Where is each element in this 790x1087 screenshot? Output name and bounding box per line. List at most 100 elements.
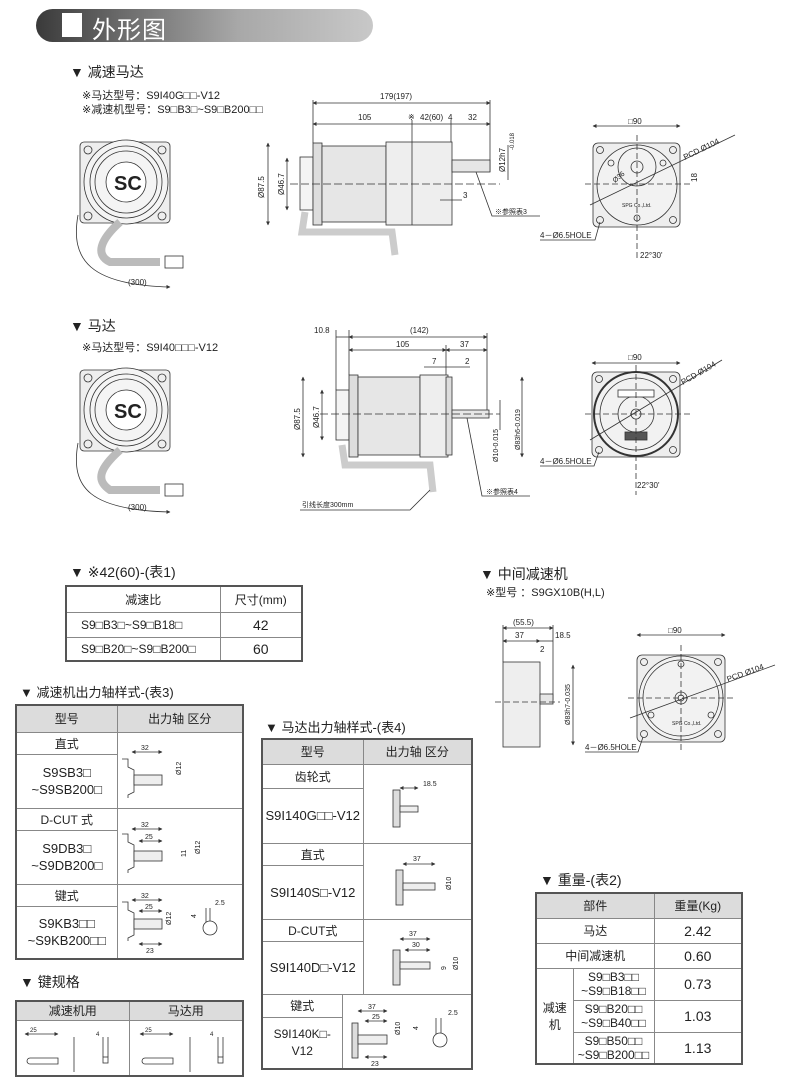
dim-label: 4: [448, 113, 453, 122]
dim-label: Ø46.7: [312, 406, 321, 428]
dim-label: Ø46.7: [277, 173, 286, 195]
table2-header: 重量(Kg): [653, 892, 743, 919]
key-spec-heading: ▼ 键规格: [20, 974, 80, 990]
gearmotor-gear-model: ※减速机型号：S9□B3□~S9□B200□□: [82, 104, 263, 116]
table3: 型号出力轴 区分 直式 S9SB3□~S9SB200□ D-CUT 式 S9DB…: [15, 704, 244, 960]
model-name: ~S9KB200□□: [27, 933, 106, 949]
dim-label: 22°30': [640, 251, 663, 260]
dim-label: Ø87.5: [257, 176, 266, 198]
motor-heading: ▼ 马达: [70, 318, 116, 334]
shaft-type: 键式: [261, 993, 343, 1018]
dim-label: (300): [128, 278, 147, 287]
dim-label: 105: [396, 340, 410, 349]
table4: 型号出力轴 区分 齿轮式 S9I140G□□-V12 直式 S9I140S□-V…: [261, 738, 474, 1070]
shaft-type: 直式: [261, 842, 364, 866]
dim-label: 42(60): [420, 113, 443, 122]
shaft-type: 齿轮式: [261, 763, 364, 789]
dim-label: 4－Ø6.5HOLE: [540, 231, 592, 240]
motor-side-view: 10.8 (142) 105 37 7 2 Ø87.5 Ø46.7 Ø10-0.…: [293, 326, 530, 511]
model-name: S9I140G□□-V12: [261, 787, 364, 844]
table1: 减速比尺寸(mm) S9□B3□~S9□B18□42 S9□B20□~S9□B2…: [65, 585, 303, 662]
gearmotor-motor-model: ※马达型号：S9I40G□□-V12: [82, 90, 221, 102]
dim-label: (300): [128, 503, 147, 512]
dim-label: 4－Ø6.5HOLE: [540, 457, 592, 466]
header-square-icon: [62, 13, 82, 37]
intermediate-model: ※型号 ：S9GX10B(H,L): [486, 587, 605, 599]
model-name: ~S9SB200□: [31, 782, 102, 797]
sc-logo: SC: [114, 401, 142, 423]
shaft-drawing-cell: [116, 883, 244, 960]
dim-label: Ø83h7-0.035: [565, 684, 572, 725]
dim-label: 3: [463, 191, 468, 200]
dim-label: 32: [468, 113, 477, 122]
table2-header: 部件: [535, 892, 655, 919]
dim-label: 2: [465, 357, 470, 366]
part-group: 减速机: [535, 967, 574, 1065]
dim-label: 7: [432, 357, 437, 366]
shaft-type: D-CUT式: [261, 918, 364, 942]
gearmotor-heading: ▼ 减速马达: [70, 64, 144, 80]
table3-header: 出力轴 区分: [116, 704, 244, 733]
dim-label: 引线长度300mm: [302, 500, 354, 509]
model-name: S9□B3□□: [587, 970, 640, 984]
dim-label: PCD Ø104: [726, 662, 766, 684]
dim-label: 37: [515, 631, 524, 640]
model-name: S9I140D□-V12: [261, 940, 364, 995]
model-name: S9KB3□□: [38, 916, 95, 932]
intermediate-side-view: (55.5) 37 18.5 2 Ø83h7-0.035: [495, 618, 575, 748]
model-name: S9SB3□: [42, 765, 91, 780]
key-spec-header: 马达用: [128, 1000, 244, 1021]
model-name: ~S9DB200□: [31, 858, 103, 873]
dim-label: (142): [410, 326, 429, 335]
maker-label: SPG Co.,Ltd.: [622, 203, 651, 209]
dim-label: Ø36: [612, 171, 627, 185]
dim-label: 22°30': [637, 481, 660, 490]
dim-label: 2: [540, 645, 545, 654]
table1-heading: ▼ ※42(60)-(表1): [70, 564, 176, 580]
part-name: 中间减速机: [535, 942, 655, 969]
maker-label: SPG Co.,Ltd.: [672, 721, 701, 727]
table4-heading: ▼ 马达出力轴样式-(表4): [265, 720, 406, 735]
shaft-type: 直式: [15, 731, 118, 755]
gearmotor-front-view: □90 PCD Ø104 Ø36 18 SPG Co.,Ltd. 4－Ø6.5H…: [540, 117, 736, 260]
dim-label: Ø83h6-0.019: [515, 409, 522, 450]
sc-logo: SC: [114, 173, 142, 195]
dim-label: ※参照表3: [495, 207, 527, 216]
dim-label: PCD Ø104: [680, 359, 718, 386]
dim-label: (55.5): [513, 618, 534, 627]
dim-label: 105: [358, 113, 372, 122]
dim-label: 4－Ø6.5HOLE: [585, 743, 637, 752]
model-name: ~S9□B40□□: [581, 1016, 646, 1030]
part-name: 马达: [535, 917, 655, 944]
shaft-type: 键式: [15, 883, 118, 907]
shaft-drawing-cell: [116, 807, 244, 885]
shaft-type: D-CUT 式: [15, 807, 118, 831]
weight-value: 1.03: [653, 999, 743, 1033]
model-name: S9□B50□□: [584, 1033, 643, 1048]
model-name: ~S9□B18□□: [581, 984, 646, 998]
dim-label: 18.5: [555, 631, 571, 640]
dim-label: 18: [690, 173, 699, 182]
dim-label: ※参照表4: [486, 487, 518, 496]
dim-label: Ø12h7: [498, 147, 507, 172]
key-spec-header: 减速机用: [15, 1000, 130, 1021]
intermediate-heading: ▼ 中间减速机: [480, 566, 568, 582]
gearmotor-side-view: 179(197) 105 ※ 42(60) 4 32 Ø87.5 Ø46.7 Ø…: [257, 92, 540, 256]
dim-label: □90: [628, 353, 642, 362]
table4-header: 型号: [261, 738, 364, 765]
dim-label: PCD Ø104: [682, 137, 721, 162]
dim-label: 179(197): [380, 92, 412, 101]
table1-header: 尺寸(mm): [219, 585, 303, 613]
table4-header: 出力轴 区分: [362, 738, 473, 765]
model-name: ~S9□B200□□: [577, 1047, 650, 1062]
dim-label: Ø87.5: [293, 408, 302, 430]
weight-value: 2.42: [653, 917, 743, 944]
dim-label: □90: [628, 117, 642, 126]
dim-label: -0.018: [510, 132, 516, 150]
key-drawing-cell: [128, 1019, 244, 1077]
page-title: 外形图: [92, 17, 167, 44]
weight-value: 1.13: [653, 1031, 743, 1065]
motor-end-view: SC (300): [76, 367, 184, 514]
key-drawing-cell: [15, 1019, 130, 1077]
